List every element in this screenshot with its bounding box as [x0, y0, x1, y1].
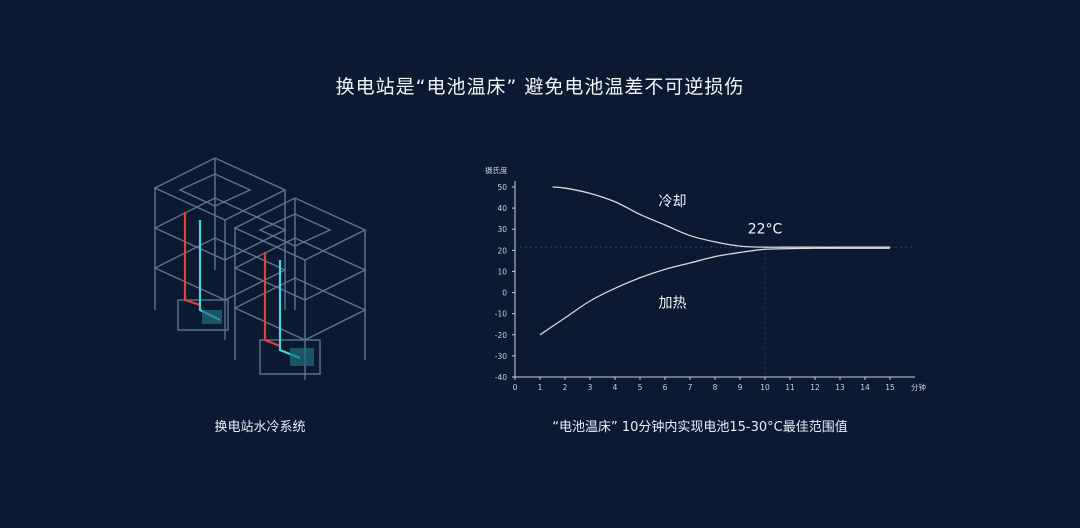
water-cooling-illustration: [153, 157, 367, 380]
x-axis-label: 分钟: [911, 382, 926, 392]
pipe-cyan-front: [278, 260, 301, 360]
y-tick-label: -30: [495, 352, 507, 361]
x-tick-label: 15: [885, 383, 895, 392]
pipe-red-back: [183, 212, 201, 307]
y-tick-label: 20: [497, 246, 507, 255]
x-tick-label: 11: [785, 383, 795, 392]
x-tick-label: 13: [835, 383, 845, 392]
x-tick-label: 4: [613, 383, 618, 392]
x-tick-label: 14: [860, 383, 870, 392]
x-tick-label: 9: [738, 383, 743, 392]
chart-caption: “电池温床” 10分钟内实现电池15-30°C最佳范围值: [552, 420, 848, 435]
back-roof: [153, 157, 287, 221]
x-tick-label: 3: [588, 383, 593, 392]
y-tick-label: 30: [497, 225, 507, 234]
x-tick-label: 10: [760, 383, 770, 392]
x-tick-label: 5: [638, 383, 643, 392]
y-tick-label: -10: [495, 310, 507, 319]
illustration-caption: 换电站水冷系统: [214, 420, 306, 435]
y-tick-label: 0: [502, 289, 507, 298]
series-line-heating: [539, 247, 890, 336]
pipe-red-front: [263, 252, 281, 348]
annotation-label: 22°C: [748, 221, 783, 237]
y-tick-label: -40: [495, 373, 507, 382]
pipe-cyan-back: [198, 220, 221, 321]
y-tick-label: 10: [497, 267, 507, 276]
y-axis-label: 摄氏度: [485, 165, 508, 175]
back-floor-1: [153, 197, 287, 261]
front-roof: [233, 197, 367, 261]
series-line-cooling: [552, 186, 890, 248]
annotation-label: 加热: [659, 295, 687, 311]
y-tick-label: 50: [497, 183, 507, 192]
x-tick-label: 8: [713, 383, 718, 392]
front-floor-2: [233, 277, 367, 341]
y-tick-label: -20: [495, 331, 507, 340]
x-tick-label: 2: [563, 383, 568, 392]
x-tick-label: 1: [538, 383, 543, 392]
front-floor-1: [233, 237, 367, 301]
x-tick-label: 7: [688, 383, 693, 392]
y-tick-label: 40: [497, 204, 507, 213]
annotation-label: 冷却: [659, 194, 687, 210]
x-tick-label: 12: [810, 383, 820, 392]
x-tick-label: 6: [663, 383, 668, 392]
x-tick-label: 0: [513, 383, 518, 392]
page-title: 换电站是“电池温床” 避免电池温差不可逆损伤: [335, 76, 745, 98]
